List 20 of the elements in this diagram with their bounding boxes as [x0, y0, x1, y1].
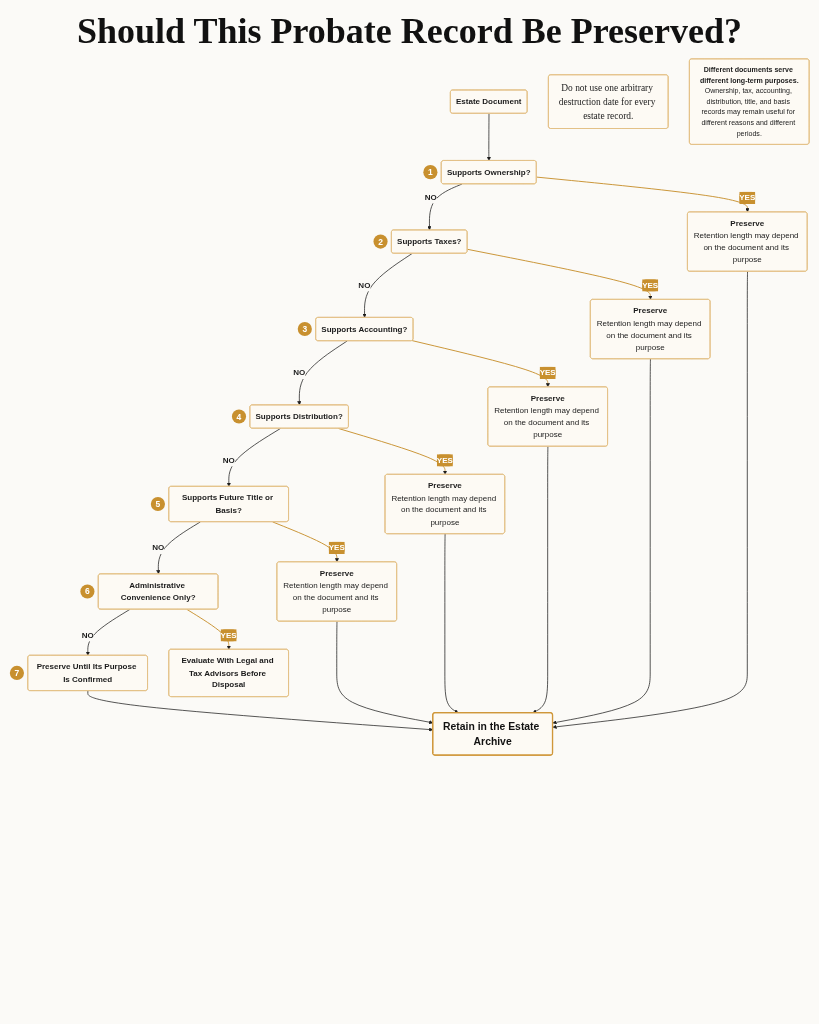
edge-label: NO: [293, 368, 306, 378]
step-number: 4: [231, 409, 247, 424]
edge-label: NO: [222, 455, 235, 465]
edge-label: NO: [81, 630, 94, 640]
step-number: 5: [150, 496, 165, 512]
edge-label: NO: [424, 192, 437, 202]
edge-label: YES: [328, 543, 345, 553]
edge-label: YES: [220, 630, 237, 640]
step-number: 3: [297, 321, 312, 337]
edge-label: YES: [436, 455, 453, 465]
step-number: 6: [80, 584, 95, 599]
step-number: 2: [373, 234, 388, 249]
edge-label: NO: [358, 280, 371, 290]
edge-label: YES: [739, 193, 756, 203]
edge-label: YES: [642, 280, 659, 290]
edge-label: NO: [152, 543, 165, 553]
step-number: 1: [423, 165, 438, 180]
edge-label: YES: [539, 368, 556, 378]
step-number: 7: [9, 665, 24, 680]
diagram-title: Should This Probate Record Be Preserved?: [76, 10, 743, 52]
